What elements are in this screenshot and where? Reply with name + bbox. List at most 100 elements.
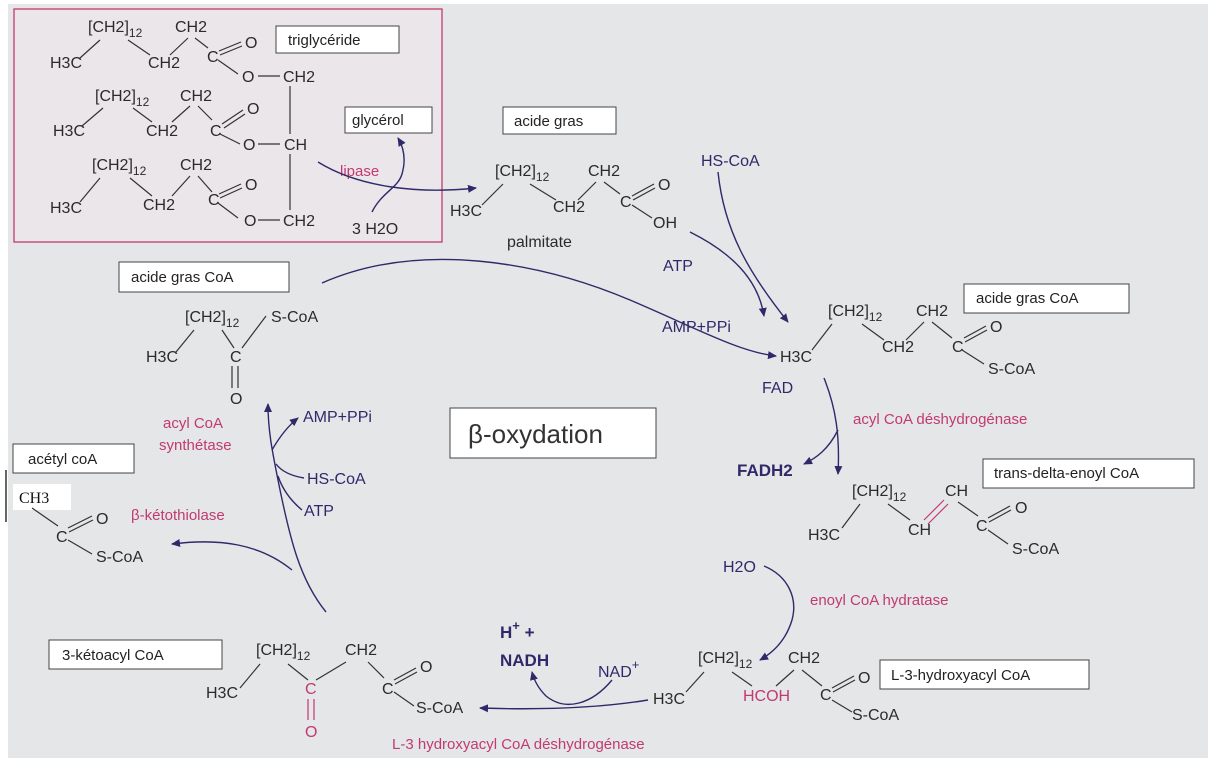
tg3-o-ester: O [244, 213, 256, 230]
acl-scoa: S-CoA [271, 309, 318, 326]
acetyl-bonds [31, 507, 94, 555]
pal-oh: OH [653, 215, 677, 232]
acetyl-scoa: S-CoA [96, 549, 143, 566]
glycerol-label: glycérol [352, 112, 404, 129]
acetyl-coa-molecule: CH3 C O S-CoA [19, 490, 143, 566]
acr-ch2-b: CH2 [882, 339, 914, 356]
lipase-arrow [317, 161, 477, 193]
hydroxyacyl-box [879, 659, 1090, 690]
tg2-ch-glycerol: CH [284, 137, 307, 154]
tg3-bonds [79, 175, 213, 203]
pal-ch2-b: CH2 [553, 199, 585, 216]
hscoa-atp-input-lines [275, 463, 305, 511]
acyl-coa-synthetase-1: acyl CoA [163, 415, 223, 432]
tg3-ch2-b: CH2 [143, 197, 175, 214]
acl-h3c: H3C [146, 349, 178, 366]
fad-cofactor: FAD [762, 380, 793, 397]
acetyl-ch3: CH3 [19, 490, 49, 507]
pal-ch2-a: CH2 [588, 163, 620, 180]
water-3h2o: 3 H2O [352, 221, 398, 238]
tg1-o-ester: O [242, 69, 254, 86]
acr-ch2-a: CH2 [916, 303, 948, 320]
acl-o: O [230, 391, 242, 408]
keto-ch2-12: [CH2]12 [256, 642, 311, 663]
acr-co-bonds [961, 325, 988, 365]
eno-ch-a: CH [945, 483, 968, 500]
tg2-ch2-b: CH2 [146, 123, 178, 140]
trans-delta-label: trans-delta-enoyl CoA [994, 465, 1139, 482]
eno-o: O [1015, 500, 1027, 517]
tg2-ch2-a: CH2 [180, 88, 212, 105]
tg2-c: C [210, 123, 222, 140]
eno-co-bonds [987, 505, 1012, 545]
tg3-h3c: H3C [50, 200, 82, 217]
hplus-cofactor: H+ + [500, 618, 535, 642]
amp-ppi-left: AMP+PPi [303, 409, 372, 426]
acl-ch2-12: [CH2]12 [185, 309, 240, 330]
acyl-coa-deshydrogenase: acyl CoA déshydrogénase [853, 411, 1027, 428]
pal-ch2-12: [CH2]12 [495, 163, 550, 184]
eno-double-bond [923, 499, 949, 525]
keto-c2: C [382, 681, 394, 698]
acyl-coa-synthetase-2: synthétase [159, 437, 232, 454]
acide-gras-label: acide gras [514, 113, 583, 130]
nadh-release-arrow [530, 671, 613, 705]
acr-c: C [952, 339, 964, 356]
acl-c: C [230, 349, 242, 366]
acetyl-coa-label: acétyl coA [28, 451, 97, 468]
tg3-ch2-a: CH2 [180, 157, 212, 174]
hscoa-top: HS-CoA [701, 153, 760, 170]
fadh2-release-arrow [803, 429, 839, 465]
atp-activation-arrow [689, 231, 767, 317]
tg2-co-bonds [219, 109, 280, 145]
acr-bonds [811, 321, 953, 351]
tg1-ch2-glycerol: CH2 [283, 69, 315, 86]
acr-ch2-12: [CH2]12 [828, 303, 883, 324]
acyl-transfer-arrow [321, 258, 777, 360]
tg1-co-bonds [217, 41, 280, 77]
hyd-c: C [820, 687, 832, 704]
hscoa-left: HS-CoA [307, 471, 366, 488]
hyd-co-bonds [831, 675, 856, 713]
tg2-h3c: H3C [53, 123, 85, 140]
deshydrogenase-arrow [823, 377, 843, 475]
tg1-o-double: O [245, 35, 257, 52]
acyl-coa-right-molecule: [CH2]12 CH2 H3C CH2 C O S-CoA [780, 303, 1035, 378]
beta-oxidation-title: β-oxydation [468, 419, 603, 449]
acetyl-o: O [96, 511, 108, 528]
acide-gras-coa-right-box [963, 283, 1130, 314]
acr-h3c: H3C [780, 349, 812, 366]
hyd-ch2-a: CH2 [788, 650, 820, 667]
tg3-o-double: O [245, 177, 257, 194]
keto-o: O [305, 724, 317, 741]
tg3-co-bonds [217, 183, 280, 221]
eno-h3c: H3C [808, 527, 840, 544]
eno-c: C [976, 518, 988, 535]
nad-cofactor: NAD+ [598, 657, 639, 681]
acide-gras-coa-right-label: acide gras CoA [976, 290, 1079, 307]
pal-co-bonds [631, 183, 656, 219]
keto-c: C [305, 681, 317, 698]
tg1-ch2-a: CH2 [175, 19, 207, 36]
pal-h3c: H3C [450, 203, 482, 220]
hyd-bonds [685, 669, 823, 693]
hydroxy-dehydrogenase-arrow [479, 699, 649, 713]
keto-ch2-a: CH2 [345, 642, 377, 659]
tg3-ch2-12: [CH2]12 [92, 157, 147, 178]
keto-h3c: H3C [206, 685, 238, 702]
pal-bonds [481, 181, 621, 206]
palmitate-molecule: [CH2]12 CH2 H3C CH2 C O OH [450, 163, 677, 232]
hydroxyacyl-coa-molecule: [CH2]12 CH2 H3C HCOH C O S-CoA [653, 650, 899, 724]
acetyl-c: C [56, 529, 68, 546]
hscoa-arrow [717, 171, 789, 323]
acr-o: O [990, 319, 1002, 336]
keto-o2: O [420, 659, 432, 676]
pal-o: O [658, 177, 670, 194]
ketoacyl-coa-molecule: [CH2]12 CH2 H3C C O C O S-CoA [206, 642, 463, 741]
triglyceride-label-box [275, 25, 400, 54]
enoyl-coa-hydratase: enoyl CoA hydratase [810, 592, 948, 609]
acyl-coa-left-molecule: [CH2]12 S-CoA H3C C O [146, 309, 318, 408]
acide-gras-label-box [502, 106, 617, 135]
pal-c: C [620, 194, 632, 211]
